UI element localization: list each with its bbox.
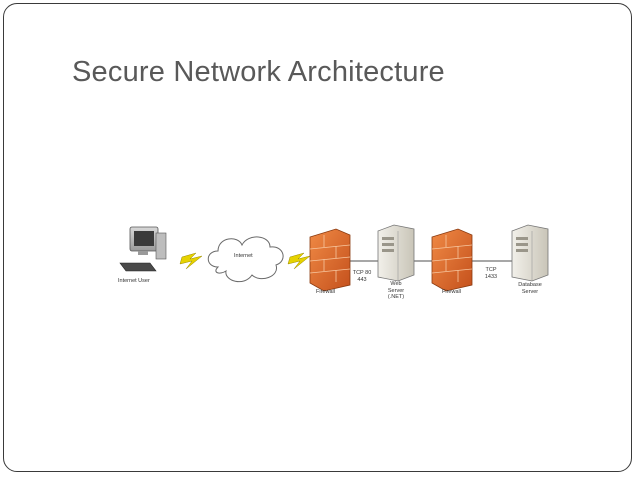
lightning-icon [179,252,203,270]
web-server-line2: Server [387,287,405,294]
tcp-db-line1: TCP [485,267,497,273]
tcp-web-line2: 443 [357,276,367,283]
firewall-icon [309,228,351,292]
network-diagram: Internet User Internet Firewall TCP 80 4… [110,215,560,310]
internet-user-label: Internet User [118,278,150,284]
tcp-db-line2: 1433 [484,273,498,280]
web-server-line1: Web [390,281,402,287]
tcp-db-label: TCP 1433 [480,267,502,280]
internet-label: Internet [234,253,253,259]
slide-title: Secure Network Architecture [72,56,445,88]
database-line2: Server [521,288,539,295]
web-server-line3: (.NET) [387,294,405,300]
web-server-label: Web Server (.NET) [384,281,408,301]
tcp-web-line1: TCP 80 [352,270,372,276]
tcp-web-label: TCP 80 443 [350,270,374,283]
firewall-2-label: Firewall [442,289,461,295]
server-icon [377,224,415,282]
computer-icon [119,226,167,272]
lightning-icon [287,252,311,270]
database-server-label: Database Server [514,282,546,295]
firewall-1-label: Firewall [316,289,335,295]
diagram-canvas [119,224,549,292]
cloud-icon [207,236,284,283]
firewall-icon [431,228,473,292]
database-line1: Database [518,282,542,288]
database-server-icon [511,224,549,282]
